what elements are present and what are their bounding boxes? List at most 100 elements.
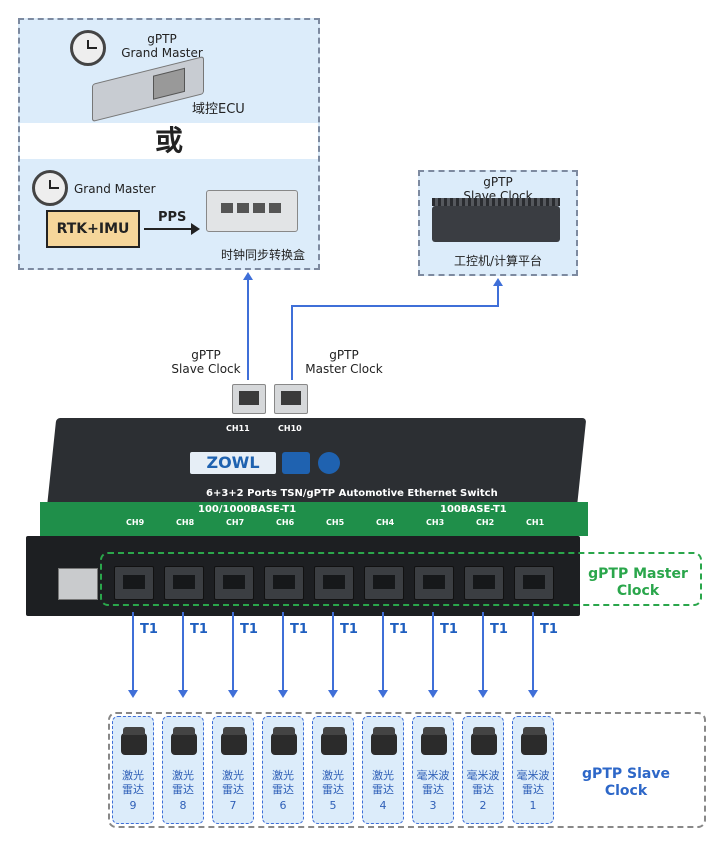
- lidar-icon: [321, 727, 347, 755]
- gm1-label: gPTP Grand Master: [121, 32, 203, 60]
- band-label-1000: 100/1000BASE-T1: [198, 504, 297, 515]
- sensor-name: 激光雷达: [222, 769, 244, 796]
- t1-link: [482, 612, 484, 690]
- t1-port-icon: [464, 566, 504, 600]
- sensor-name: 毫米波雷达: [516, 769, 550, 796]
- pps-label: PPS: [158, 210, 187, 225]
- or-label: 或: [154, 124, 183, 157]
- sensor-number: 7: [229, 799, 237, 812]
- sensor-card: 激光雷达 6: [262, 716, 304, 824]
- rj45-port-icon: [274, 384, 308, 414]
- sync-box-label: 时钟同步转换盒: [220, 248, 305, 262]
- sensor-name: 激光雷达: [272, 769, 294, 796]
- rj45-port-icon: [58, 568, 98, 600]
- arrow-head-down: [278, 690, 288, 698]
- t1-label: T1: [390, 622, 408, 637]
- t1-port-icon: [214, 566, 254, 600]
- arrow-head-down: [528, 690, 538, 698]
- sensor-number: 8: [179, 799, 187, 812]
- radar-icon: [521, 727, 547, 755]
- lidar-icon: [171, 727, 197, 755]
- switch-label-band: [40, 502, 588, 536]
- t1-link: [532, 612, 534, 690]
- sensor-number: 4: [379, 799, 387, 812]
- t1-label: T1: [340, 622, 358, 637]
- arrow-head-down: [128, 690, 138, 698]
- radar-icon: [421, 727, 447, 755]
- ch-label: CH3: [426, 518, 445, 527]
- sensor-card: 毫米波雷达 3: [412, 716, 454, 824]
- ch-label: CH1: [526, 518, 545, 527]
- arrow-head-down: [328, 690, 338, 698]
- arrow-head-down: [228, 690, 238, 698]
- t1-port-icon: [114, 566, 154, 600]
- sensor-card: 激光雷达 9: [112, 716, 154, 824]
- sensor-number: 5: [329, 799, 337, 812]
- brand-logo: ZOWL: [190, 452, 276, 474]
- t1-label: T1: [140, 622, 158, 637]
- lidar-icon: [371, 727, 397, 755]
- lidar-icon: [221, 727, 247, 755]
- arrow-head-down: [428, 690, 438, 698]
- clock-icon: [32, 170, 68, 206]
- top-port-label: CH11: [226, 424, 250, 433]
- ipc-device-image: [432, 198, 560, 242]
- t1-label: T1: [240, 622, 258, 637]
- arrow-head-down: [378, 690, 388, 698]
- arrow-head-up: [493, 278, 503, 286]
- t1-link: [132, 612, 134, 690]
- t1-label: T1: [440, 622, 458, 637]
- switch-title: 6+3+2 Ports TSN/gPTP Automotive Ethernet…: [206, 488, 498, 499]
- master-clock-group: [100, 552, 702, 606]
- t1-port-icon: [314, 566, 354, 600]
- arrow-head-up: [243, 272, 253, 280]
- sensor-card: 毫米波雷达 1: [512, 716, 554, 824]
- rtk-imu-box: RTK+IMU: [46, 210, 140, 248]
- sensor-number: 6: [279, 799, 287, 812]
- ecu-label: 域控ECU: [192, 102, 245, 117]
- t1-label: T1: [490, 622, 508, 637]
- sensor-number: 1: [529, 799, 537, 812]
- sensor-name: 激光雷达: [172, 769, 194, 796]
- sensor-number: 9: [129, 799, 137, 812]
- t1-link: [332, 612, 334, 690]
- radar-icon: [471, 727, 497, 755]
- connector-line: [291, 305, 293, 380]
- t1-port-icon: [414, 566, 454, 600]
- port-label-master: gPTP Master Clock: [305, 348, 383, 376]
- t1-port-icon: [364, 566, 404, 600]
- slave-clock-group: [108, 712, 706, 828]
- sensor-number: 3: [429, 799, 437, 812]
- sensor-name: 毫米波雷达: [416, 769, 450, 796]
- connector-line: [291, 305, 499, 307]
- ch-label: CH2: [476, 518, 495, 527]
- t1-link: [282, 612, 284, 690]
- sensor-card: 激光雷达 7: [212, 716, 254, 824]
- t1-port-icon: [514, 566, 554, 600]
- t1-label: T1: [540, 622, 558, 637]
- connector-line: [247, 280, 249, 380]
- t1-port-icon: [264, 566, 304, 600]
- rj45-port-icon: [232, 384, 266, 414]
- ch-label: CH5: [326, 518, 345, 527]
- sensor-name: 毫米波雷达: [466, 769, 500, 796]
- or-divider: [20, 123, 318, 159]
- t1-link: [382, 612, 384, 690]
- ch-label: CH7: [226, 518, 245, 527]
- sensor-card: 激光雷达 5: [312, 716, 354, 824]
- lidar-icon: [121, 727, 147, 755]
- sensor-card: 激光雷达 4: [362, 716, 404, 824]
- ipc-label: 工控机/计算平台: [453, 254, 543, 268]
- clock-icon: [70, 30, 106, 66]
- arrow-head-down: [478, 690, 488, 698]
- slave-clock-label: gPTP Slave Clock: [582, 766, 670, 799]
- tsn-badge-icon: [282, 452, 310, 474]
- t1-link: [182, 612, 184, 690]
- t1-link: [432, 612, 434, 690]
- port-label-slave: gPTP Slave Clock: [171, 348, 241, 376]
- top-port-label: CH10: [278, 424, 302, 433]
- sensor-name: 激光雷达: [122, 769, 144, 796]
- t1-label: T1: [290, 622, 308, 637]
- ch-label: CH8: [176, 518, 195, 527]
- sensor-card: 毫米波雷达 2: [462, 716, 504, 824]
